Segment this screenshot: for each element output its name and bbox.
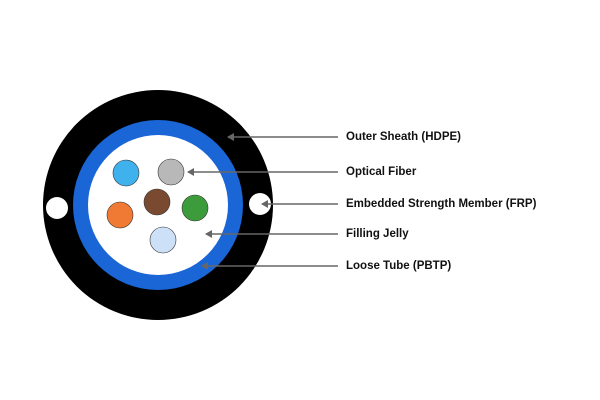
label-optical-fiber: Optical Fiber <box>346 166 417 178</box>
label-filling-jelly: Filling Jelly <box>346 228 409 240</box>
optical-fiber-lightblue <box>149 226 177 254</box>
strength-member-right <box>249 193 271 215</box>
optical-fiber-cyan <box>112 159 140 187</box>
optical-fiber-brown <box>143 188 171 216</box>
optical-fiber-green <box>181 194 209 222</box>
optical-fiber-orange <box>106 201 134 229</box>
strength-member-left <box>46 197 68 219</box>
optical-fiber-gray <box>157 158 185 186</box>
label-outer-sheath: Outer Sheath (HDPE) <box>346 131 462 143</box>
label-loose-tube: Loose Tube (PBTP) <box>346 260 452 272</box>
label-strength-member: Embedded Strength Member (FRP) <box>346 198 537 210</box>
